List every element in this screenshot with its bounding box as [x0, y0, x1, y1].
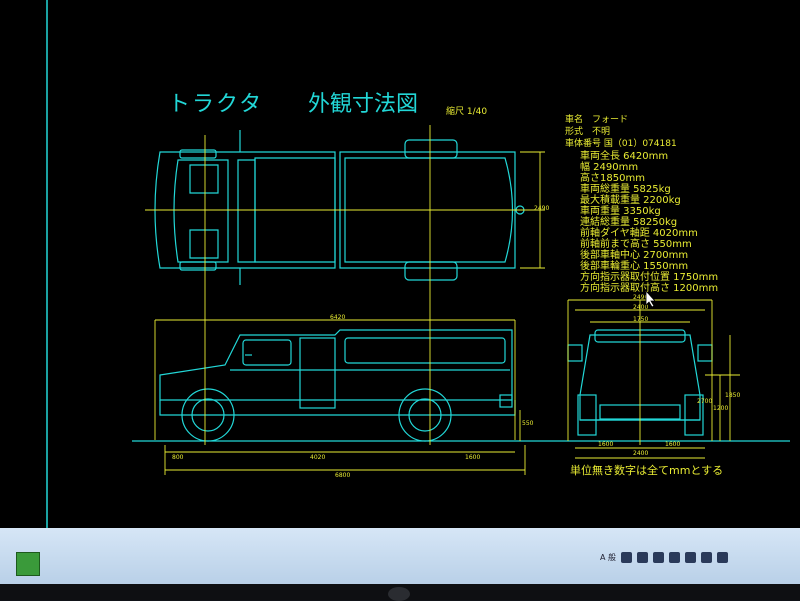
- spec-line: 幅 2490mm: [580, 162, 639, 173]
- dim-front-top: 2490: [633, 294, 649, 301]
- tray-bluetooth-icon[interactable]: [701, 551, 713, 563]
- dimension-lines: [145, 125, 740, 475]
- cad-drawing[interactable]: [0, 0, 800, 528]
- tray-power-icon[interactable]: [717, 551, 729, 563]
- drawing-title-part2: 外観寸法図: [308, 92, 419, 117]
- tray-network-icon[interactable]: [669, 551, 681, 563]
- dim-side-bottom-right: 1600: [465, 454, 481, 461]
- header-line-1: 車名 フォード: [565, 115, 629, 125]
- dim-side-length: 6420: [330, 314, 346, 321]
- unit-note: 単位無き数字は全てmmとする: [570, 464, 724, 477]
- tray-volume-icon[interactable]: [685, 551, 697, 563]
- spec-line: 前軸前まで高さ 550mm: [580, 239, 692, 250]
- tray-app-icon[interactable]: [621, 551, 633, 563]
- dim-front-height-2: 1850: [725, 392, 741, 399]
- spec-line: 方向指示器取付高さ 1200mm: [580, 283, 719, 294]
- drawing-title-part1: トラクタ: [168, 92, 264, 117]
- dim-front-mid2: 1750: [633, 316, 649, 323]
- dim-front-bottom-right: 1600: [665, 441, 681, 448]
- spec-line: 前軸ダイヤ軸距 4020mm: [580, 228, 698, 239]
- spec-line: 最大積載重量 2200kg: [580, 195, 681, 206]
- mouse-pointer-icon: [645, 290, 656, 308]
- spec-line: 車両重量 3350kg: [580, 206, 661, 217]
- dim-front-width-top: 2700: [697, 398, 713, 405]
- spec-line: 方向指示器取付位置 1750mm: [580, 272, 719, 283]
- drawing-scale: 縮尺 1/40: [446, 107, 488, 117]
- dim-side-total: 6800: [335, 472, 351, 479]
- app-launcher-icon[interactable]: [16, 552, 40, 576]
- dim-front-mid1: 2400: [633, 304, 649, 311]
- dim-front-height-1: 1200: [713, 405, 729, 412]
- dim-front-bottom: 2400: [633, 450, 649, 457]
- top-view: [154, 130, 525, 285]
- dim-front-bottom-left: 1600: [598, 441, 614, 448]
- dim-side-bottom-center: 4020: [310, 454, 326, 461]
- dim-top-width: 2490: [534, 205, 550, 212]
- side-view: [159, 329, 516, 442]
- tray-help-icon[interactable]: [637, 551, 649, 563]
- header-line-2: 形式 不明: [565, 127, 611, 137]
- spec-line: 高さ1850mm: [580, 173, 645, 184]
- ime-indicator[interactable]: A 般: [600, 552, 617, 562]
- spec-line: 連結総重量 58250kg: [580, 217, 678, 228]
- spec-line: 車両総重量 5825kg: [580, 184, 671, 195]
- monitor-logo-icon: [388, 587, 410, 601]
- header-line-3: 車体番号 国（01）074181: [565, 139, 677, 149]
- taskbar: [0, 528, 800, 584]
- tray-settings-icon[interactable]: [653, 551, 665, 563]
- dim-side-bottom-left: 800: [172, 454, 184, 461]
- system-tray: A 般: [600, 548, 729, 566]
- spec-line: 車両全長 6420mm: [580, 151, 669, 162]
- spec-line: 後部車輪重心 1550mm: [580, 261, 689, 272]
- cad-drawing-area[interactable]: トラクタ 外観寸法図 縮尺 1/40 車名 フォード 形式 不明 車体番号 国（…: [0, 0, 800, 528]
- dim-side-height-right: 550: [522, 420, 534, 427]
- spec-line: 後部車軸中心 2700mm: [580, 250, 689, 261]
